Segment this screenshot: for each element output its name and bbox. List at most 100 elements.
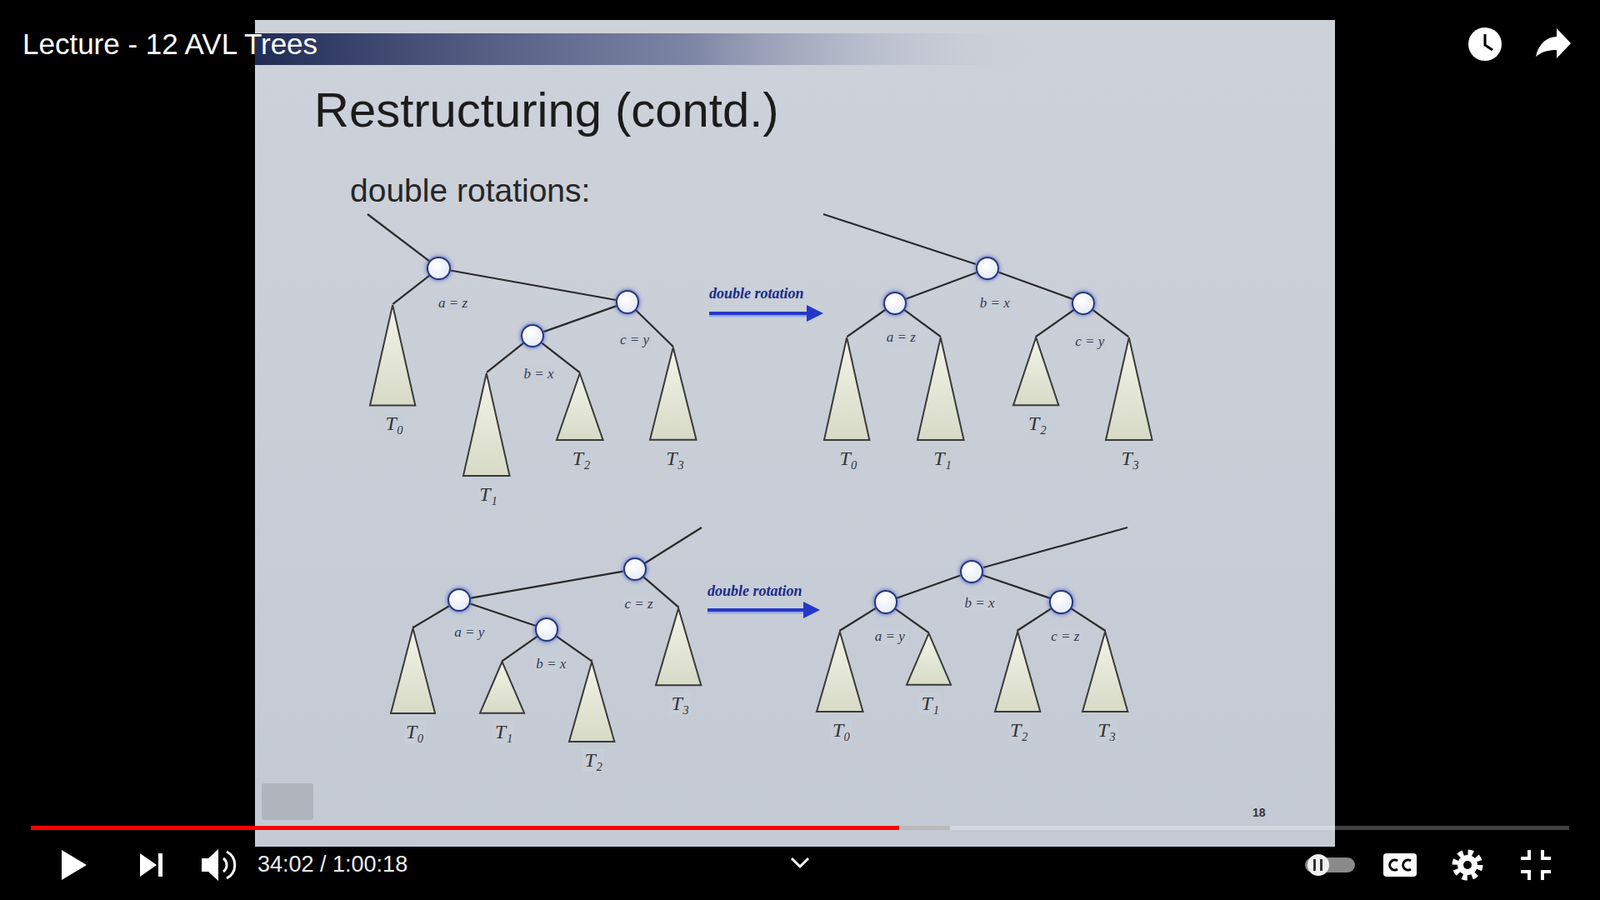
subtree-triangle: T₃ [655,607,702,686]
triangle-outline [917,337,965,440]
subtree-triangle: T₁ [462,372,511,477]
tree-edge [470,603,536,626]
tree-node-circle: c = y [615,290,640,314]
triangle-shape [649,346,698,441]
captions-icon [1383,853,1417,877]
slide-subheading: double rotations: [350,172,590,210]
tree-edge [470,571,624,599]
rotation-arrow [709,305,824,322]
watch-later-icon [1468,27,1502,61]
parent-links [367,214,1128,568]
slide-title: Restructuring (contd.) [314,82,780,139]
tree-node-circle: b = x [960,560,984,584]
node-label: a = z [436,295,470,311]
tree-node-circle: a = z [426,256,450,280]
triangle-shape [655,607,702,686]
node-label: b = x [522,366,556,383]
next-icon [140,853,163,877]
slide-logo [261,783,314,820]
triangle-shape [479,660,525,715]
subtree-label: T₁ [919,692,941,715]
subtree-triangle: T₀ [823,336,870,441]
subtree-label: T₁ [493,720,515,743]
subtree-label: T₃ [669,692,691,715]
node-label: c = y [618,331,651,348]
node-label: a = y [452,625,486,641]
subtree-triangle: T₂ [994,630,1041,713]
progress-bar [30,825,1570,830]
subtree-label: T₀ [404,720,426,743]
subtree-triangle: T₀ [369,304,416,406]
subtree-label: T₃ [664,447,686,470]
tree-node-circle: c = z [1049,590,1073,614]
tree-node-circle: c = z [623,557,647,581]
subtree-label: T₂ [1026,412,1049,435]
triangle-shape [823,336,870,441]
tree-edge [450,270,616,300]
subtree-triangle: T₃ [649,346,698,441]
triangle-shape [555,372,605,441]
parent-line [823,214,976,265]
slide-band [255,33,1047,65]
slide-number: 18 [1252,805,1266,820]
tree-node-circle: b = x [535,617,559,641]
triangle-shape [1081,630,1129,713]
subtree-triangle: T₃ [1105,336,1154,441]
node-label: b = x [534,656,568,673]
triangle-outline [906,633,951,685]
subtree-label: T₀ [838,447,860,470]
subtree-label: T₀ [384,412,406,435]
time-display: 34:02 / 1:00:18 [257,851,408,878]
tree-node-circle: a = y [447,588,471,612]
triangle-outline [1013,337,1059,405]
node-label: c = z [1049,629,1081,645]
tree-edge [392,275,430,305]
subtree-triangle: T₀ [390,627,436,715]
subtree-label: T₁ [477,483,500,505]
tree-node-circle: c = y [1071,291,1095,315]
subtree-triangle: T₁ [916,336,965,441]
triangle-outline [816,631,864,712]
subtree-label: T₂ [1008,719,1030,741]
tree-edge [1093,310,1130,337]
subtree-triangle: T₀ [815,630,865,713]
triangle-outline [1082,631,1128,712]
triangle-shape [369,304,416,406]
node-label: b = x [978,295,1012,311]
triangle-outline [995,631,1040,712]
triangle-outline [556,373,604,440]
tree-node-circle: a = z [883,291,907,315]
arrow-caption: double rotation [709,285,805,303]
triangle-outline [480,661,525,714]
triangle-shape [905,632,952,686]
triangle-shape [815,630,865,713]
tree-edge [1035,310,1075,337]
triangle-shape [568,660,615,743]
triangle-outline [370,305,415,405]
arrow-caption: double rotation [707,582,803,600]
triangle-outline [655,608,701,685]
subtree-label: T₃ [1119,447,1141,470]
subtree-triangle: T₁ [905,632,952,686]
node-label: a = y [873,629,907,645]
subtree-label: T₃ [1095,719,1118,741]
tree-edge [846,310,885,337]
subtree-label: T₁ [931,447,954,470]
triangle-shape [390,627,436,715]
subtree-triangle: T₂ [1012,336,1060,406]
tree-edge [1017,608,1052,631]
tree-edge [905,272,977,300]
node-label: a = z [885,330,918,346]
triangle-shape [916,336,965,441]
tree-edge [501,636,537,662]
autoplay-toggle [1305,854,1355,876]
tree-edge [840,608,876,631]
subtree-triangle: T₂ [568,660,615,743]
triangle-shape [994,630,1041,713]
subtree-label: T₂ [570,447,593,470]
volume-icon [201,849,235,881]
fullscreen-exit-icon [1520,850,1551,880]
tree-edge [1070,608,1105,631]
tree-edge [543,305,616,332]
